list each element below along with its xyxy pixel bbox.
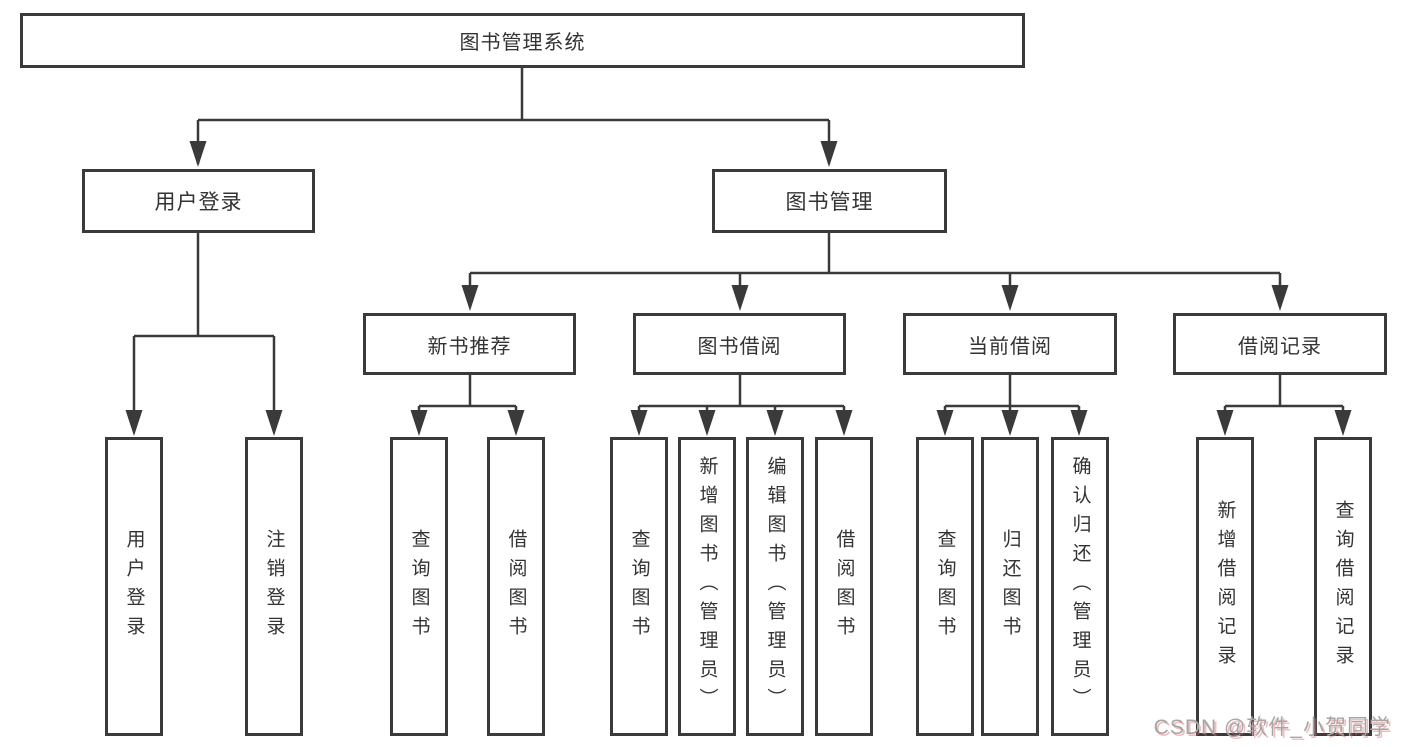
leaf-borrow-books: 借阅图书 <box>815 437 873 736</box>
leaf-borrow-books-recommend: 借阅图书 <box>487 437 545 736</box>
node-label: 确认归还（管理员） <box>1069 456 1091 717</box>
node-label: 归还图书 <box>999 528 1021 645</box>
node-book-management: 图书管理 <box>712 169 947 233</box>
leaf-confirm-return-admin: 确认归还（管理员） <box>1051 437 1109 736</box>
node-book-borrowing: 图书借阅 <box>633 313 846 375</box>
node-borrowing-records: 借阅记录 <box>1173 313 1387 375</box>
leaf-add-books-admin: 新增图书（管理员） <box>678 437 736 736</box>
node-current-borrowing: 当前借阅 <box>903 313 1117 375</box>
node-label: 新增图书（管理员） <box>696 456 718 717</box>
node-label: 查询图书 <box>934 528 956 645</box>
node-label: 注销登录 <box>263 528 285 645</box>
leaf-edit-books-admin: 编辑图书（管理员） <box>746 437 804 736</box>
tree-edges <box>132 68 1345 430</box>
node-label: 查询图书 <box>408 528 430 645</box>
leaf-query-borrow-record: 查询借阅记录 <box>1314 437 1372 736</box>
node-user-login: 用户登录 <box>82 169 315 233</box>
node-library-system: 图书管理系统 <box>20 13 1025 68</box>
node-label: 用户登录 <box>123 528 145 645</box>
leaf-query-books-borrowing: 查询图书 <box>610 437 668 736</box>
node-label: 新增借阅记录 <box>1214 499 1236 674</box>
node-label: 查询图书 <box>628 528 650 645</box>
leaf-query-books-current: 查询图书 <box>916 437 974 736</box>
node-new-book-recommendation: 新书推荐 <box>363 313 576 375</box>
leaf-add-borrow-record: 新增借阅记录 <box>1196 437 1254 736</box>
arrow-heads <box>125 141 1352 436</box>
node-label: 借阅图书 <box>505 528 527 645</box>
node-label: 查询借阅记录 <box>1332 499 1354 674</box>
leaf-user-login: 用户登录 <box>105 437 163 736</box>
leaf-logout: 注销登录 <box>245 437 303 736</box>
node-label: 借阅图书 <box>833 528 855 645</box>
leaf-query-books-recommend: 查询图书 <box>390 437 448 736</box>
watermark: CSDN @软件_小贺同学 <box>1153 716 1391 739</box>
node-label: 编辑图书（管理员） <box>764 456 786 717</box>
leaf-return-books: 归还图书 <box>981 437 1039 736</box>
